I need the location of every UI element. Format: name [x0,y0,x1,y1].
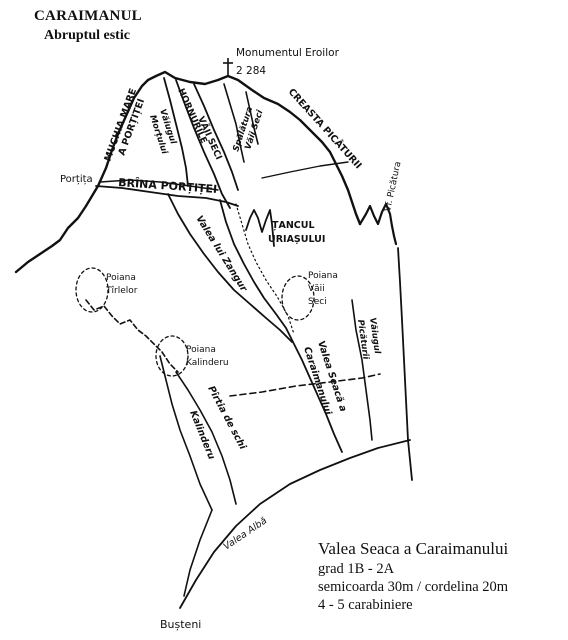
map-title: CARAIMANUL [34,8,142,24]
kalinderu-path-line [159,355,213,511]
map-subtitle: Abruptul estic [44,28,130,43]
summit-crest-line [173,74,362,226]
vf-picatura-label: Vf. Picătura [383,161,403,213]
gully-rib-2 [175,79,231,209]
summit-name-label: Monumentul Eroilor [236,47,340,59]
poiana-kalinderu-label-2: Kalinderu [186,358,229,368]
kalinderu-label: Kalinderu [187,409,217,461]
climbing-route-dotted [235,203,295,335]
summit-cross-icon [223,58,233,76]
trail-to-bottom [183,509,213,597]
poiana-vaii-seci-clearing [281,275,315,321]
crest-side-line [261,161,349,179]
valea-seaca-right-bank [397,247,413,481]
poiana-tirlelor-label-1: Poiana [106,273,136,283]
creasta-picaturii-label: CREASTA PICĂTURII [286,86,365,171]
brana-portitei-label: BRÎNA PORȚIȚEI [118,176,218,196]
route-name: Valea Seaca a Caraimanului [318,539,509,558]
portita-label: Porțița [60,174,93,185]
poiana-vaii-label-3: Seci [308,297,327,307]
route-grade: grad 1B - 2A [318,561,395,577]
uriasului-label: URIAȘULUI [268,234,325,245]
route-info-box: Valea Seaca a Caraimanului grad 1B - 2A … [318,538,563,614]
tancul-label: ȚANCUL [272,220,315,231]
trail-dashed-crossing [229,373,381,397]
valea-lui-zangur-line [167,193,293,343]
summit-elevation-label: 2 284 [236,65,266,77]
forest-trail-wavy [85,299,163,353]
poiana-vaii-label-1: Poiana [308,271,338,281]
route-rope: semicoarda 30m / cordelina 20m [318,579,509,595]
poiana-kalinderu-clearing [155,335,189,377]
poiana-tirlelor-clearing [75,267,109,313]
pirtia-de-schi-line [175,371,237,505]
picatura-peak-line [358,202,398,246]
vaiugul-picaturii-line [351,299,373,441]
forest-trail-wavy-2 [161,351,179,373]
busteni-label: Bușteni [160,618,201,631]
gully-rib-3 [193,83,239,191]
valea-alba-line [179,439,411,609]
left-ridge-line [14,70,177,274]
valea-seaca-line [219,199,343,453]
poiana-kalinderu-label-1: Poiana [186,345,216,355]
gully-rib-4 [223,83,245,163]
brana-portitei-upper [99,179,219,191]
gully-rib-5 [245,91,259,145]
brana-portitei-line [95,185,239,207]
gully-rib-1 [163,77,189,187]
poiana-tirlelor-label-2: Tîrlelor [105,286,138,296]
poiana-vaii-label-2: Văii [308,284,325,294]
route-carabiners: 4 - 5 carabiniere [318,597,413,613]
tancul-uriasului-outline [245,209,275,247]
valea-lui-zangur-label: Valea lui Zangur [193,214,249,295]
